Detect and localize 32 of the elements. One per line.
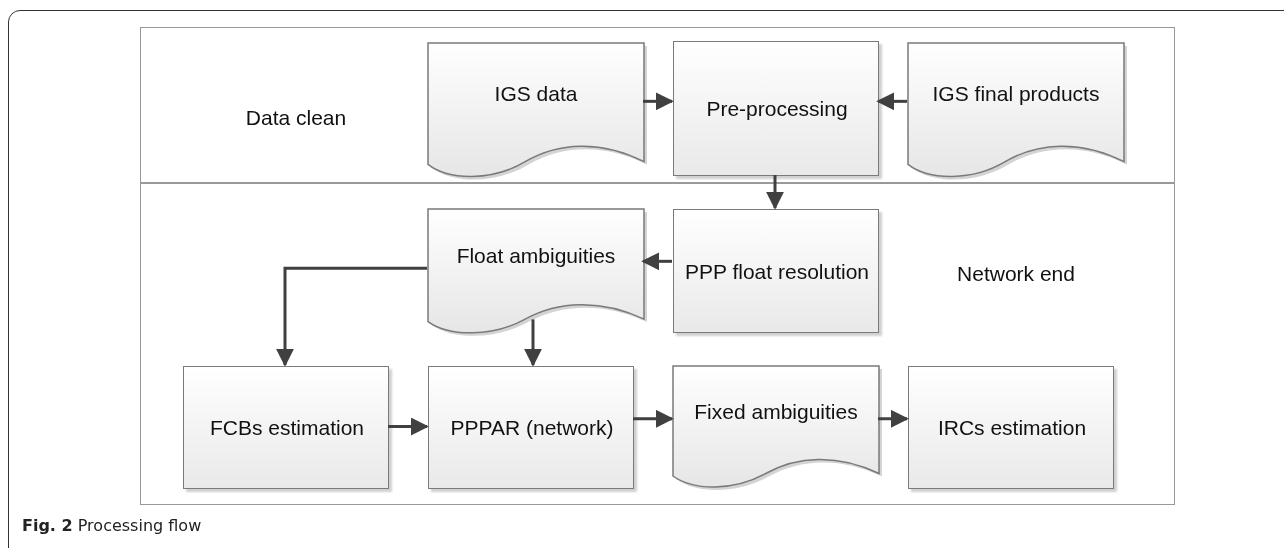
node-label: IRCs estimation [937, 415, 1087, 442]
lane-label: Network end [957, 260, 1075, 287]
document-shape [908, 43, 1124, 181]
document-shape [673, 366, 879, 491]
figure-caption: Fig. 2 Processing flow [22, 516, 202, 535]
swimlane-band [140, 27, 1175, 183]
arrow [276, 266, 427, 367]
swimlane-band [140, 183, 1175, 505]
node-label: IGS data [494, 80, 578, 107]
arrow [766, 175, 784, 210]
process-box [908, 366, 1114, 489]
arrow [633, 409, 674, 428]
process-box [673, 209, 879, 333]
process-box [183, 366, 389, 489]
node-label: Pre-processing [706, 96, 848, 123]
arrow [876, 92, 907, 111]
process-box [673, 41, 879, 176]
node-label: IGS final products [932, 80, 1100, 107]
node-label: PPPAR (network) [450, 415, 614, 442]
document-shape [428, 209, 644, 337]
lane-label: Data clean [245, 104, 347, 131]
node-label: PPP float resolution [684, 258, 870, 285]
arrow [524, 319, 542, 367]
arrow [641, 252, 672, 271]
node-label: Fixed ambiguities [694, 399, 858, 426]
arrow [878, 409, 909, 428]
arrow [643, 92, 674, 111]
process-box [428, 366, 634, 489]
document-shape [428, 43, 644, 181]
arrow [388, 417, 429, 436]
node-label: Float ambiguities [456, 243, 616, 270]
node-label: FCBs estimation [209, 415, 364, 442]
